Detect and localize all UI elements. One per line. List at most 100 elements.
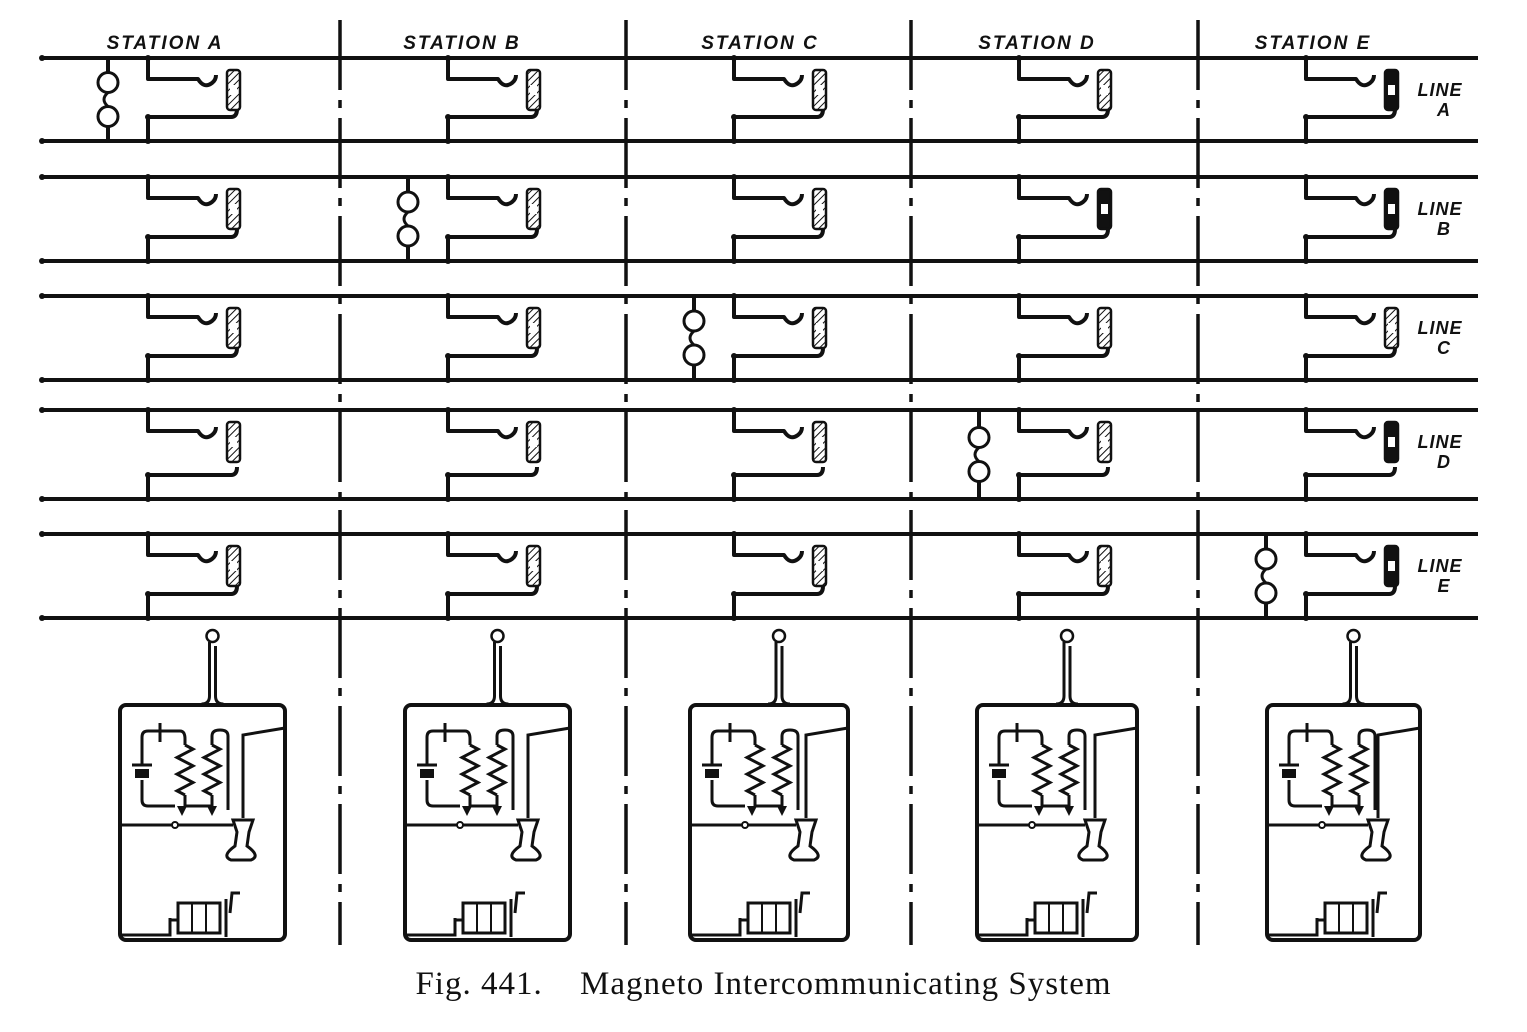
cell-line-d-station-e bbox=[1303, 407, 1400, 502]
ringer-coil bbox=[1254, 581, 1278, 605]
jack-lower-spring bbox=[732, 466, 825, 499]
induction-coil-icon bbox=[749, 729, 757, 740]
switch-hook-icon bbox=[1093, 726, 1138, 818]
jack-icon bbox=[146, 534, 218, 564]
plug-tip bbox=[530, 437, 537, 447]
battery-plate bbox=[1282, 769, 1296, 778]
coil-lead bbox=[1330, 795, 1361, 808]
plug-tip bbox=[230, 85, 237, 95]
cell-line-e-station-a bbox=[145, 531, 242, 621]
ringer-coil bbox=[96, 71, 120, 94]
junction-dot bbox=[1303, 377, 1309, 383]
jack-lower-spring bbox=[1304, 108, 1397, 141]
line-label-letter: C bbox=[1437, 338, 1451, 358]
cell-line-c-station-c bbox=[682, 293, 828, 383]
switch-hook-icon bbox=[1376, 726, 1421, 818]
cell-line-d-station-a bbox=[145, 407, 242, 502]
plug-tip bbox=[816, 204, 823, 214]
jack-lower-spring bbox=[146, 108, 239, 141]
junction-dot bbox=[145, 55, 151, 61]
coil-secondary bbox=[485, 743, 509, 797]
figure-caption: Fig. 441. Magneto Intercommunicating Sys… bbox=[0, 966, 1527, 1003]
junction-dot bbox=[1016, 377, 1022, 383]
junction-dot bbox=[1016, 472, 1022, 478]
junction-dot bbox=[445, 615, 451, 621]
plug-icon bbox=[771, 628, 787, 644]
junction-dot bbox=[1016, 174, 1022, 180]
jack-lower-spring bbox=[1017, 585, 1110, 618]
jack-icon bbox=[1017, 410, 1089, 440]
magneto-telephone-set-icon bbox=[403, 703, 572, 942]
junction-dot bbox=[1303, 174, 1309, 180]
junction-dot bbox=[145, 293, 151, 299]
junction-dot bbox=[445, 353, 451, 359]
junction-dot bbox=[731, 615, 737, 621]
jack-lower-spring bbox=[146, 466, 239, 499]
junction-dot bbox=[145, 377, 151, 383]
jack-lower-spring bbox=[732, 347, 825, 380]
jack-icon bbox=[1304, 58, 1376, 88]
jack-icon bbox=[446, 410, 518, 440]
junction-dot bbox=[1016, 138, 1022, 144]
receiver-icon bbox=[510, 818, 542, 862]
magneto-telephone-set-icon bbox=[688, 703, 850, 942]
cell-line-a-station-b bbox=[445, 55, 542, 144]
plug-tip bbox=[1388, 437, 1395, 447]
wire-end bbox=[39, 138, 45, 144]
junction-dot bbox=[445, 591, 451, 597]
plug-tip bbox=[230, 561, 237, 571]
generator-crank bbox=[509, 891, 525, 937]
contact-arrows bbox=[1034, 806, 1074, 816]
jack-icon bbox=[732, 296, 804, 326]
plug-tip bbox=[816, 561, 823, 571]
wire-end bbox=[39, 55, 45, 61]
junction-dot bbox=[145, 114, 151, 120]
coil-primary bbox=[1030, 743, 1054, 797]
ringer-coil bbox=[967, 426, 991, 449]
line-label-letter: A bbox=[1436, 100, 1451, 120]
magneto-generator-icon bbox=[176, 901, 222, 935]
jack-icon bbox=[1304, 534, 1376, 564]
line-label-top: LINE bbox=[1417, 432, 1462, 452]
jack-icon bbox=[732, 177, 804, 207]
magneto-telephone-set-icon bbox=[1265, 703, 1422, 942]
line-label-letter: D bbox=[1437, 452, 1451, 472]
junction-dot bbox=[1016, 234, 1022, 240]
coil-lead bbox=[210, 728, 230, 810]
ringer-coil bbox=[967, 460, 991, 483]
jack-icon bbox=[1017, 177, 1089, 207]
ringer-link bbox=[973, 446, 981, 463]
ringer-coil bbox=[682, 309, 706, 333]
coil-secondary bbox=[1347, 743, 1371, 797]
coil-primary bbox=[743, 743, 767, 797]
battery-plate bbox=[420, 769, 434, 778]
junction-dot bbox=[145, 407, 151, 413]
induction-coil-icon bbox=[1036, 729, 1044, 740]
cord bbox=[201, 642, 224, 706]
line-label-top: LINE bbox=[1417, 199, 1462, 219]
coil-lead bbox=[468, 795, 499, 808]
line-label-top: LINE bbox=[1417, 80, 1462, 100]
plug-tip bbox=[1101, 323, 1108, 333]
generator-crank bbox=[794, 891, 810, 937]
generator-lead bbox=[977, 918, 1035, 937]
coil-secondary bbox=[1057, 743, 1081, 797]
coil-lead bbox=[780, 728, 800, 810]
junction-dot bbox=[731, 174, 737, 180]
wire-end bbox=[39, 377, 45, 383]
jack-lower-spring bbox=[1017, 466, 1110, 499]
receiver-icon bbox=[225, 818, 257, 862]
junction-dot bbox=[145, 174, 151, 180]
cell-line-d-station-c bbox=[731, 407, 828, 502]
plug-icon bbox=[205, 628, 220, 644]
cell-line-a-station-e bbox=[1303, 55, 1400, 144]
cell-line-b-station-c bbox=[731, 174, 828, 264]
cell-line-e-station-b bbox=[445, 531, 542, 621]
jack-icon bbox=[146, 296, 218, 326]
jack-icon bbox=[1017, 296, 1089, 326]
jack-icon bbox=[1017, 58, 1089, 88]
generator-crank bbox=[1081, 891, 1097, 937]
wire-end bbox=[39, 531, 45, 537]
